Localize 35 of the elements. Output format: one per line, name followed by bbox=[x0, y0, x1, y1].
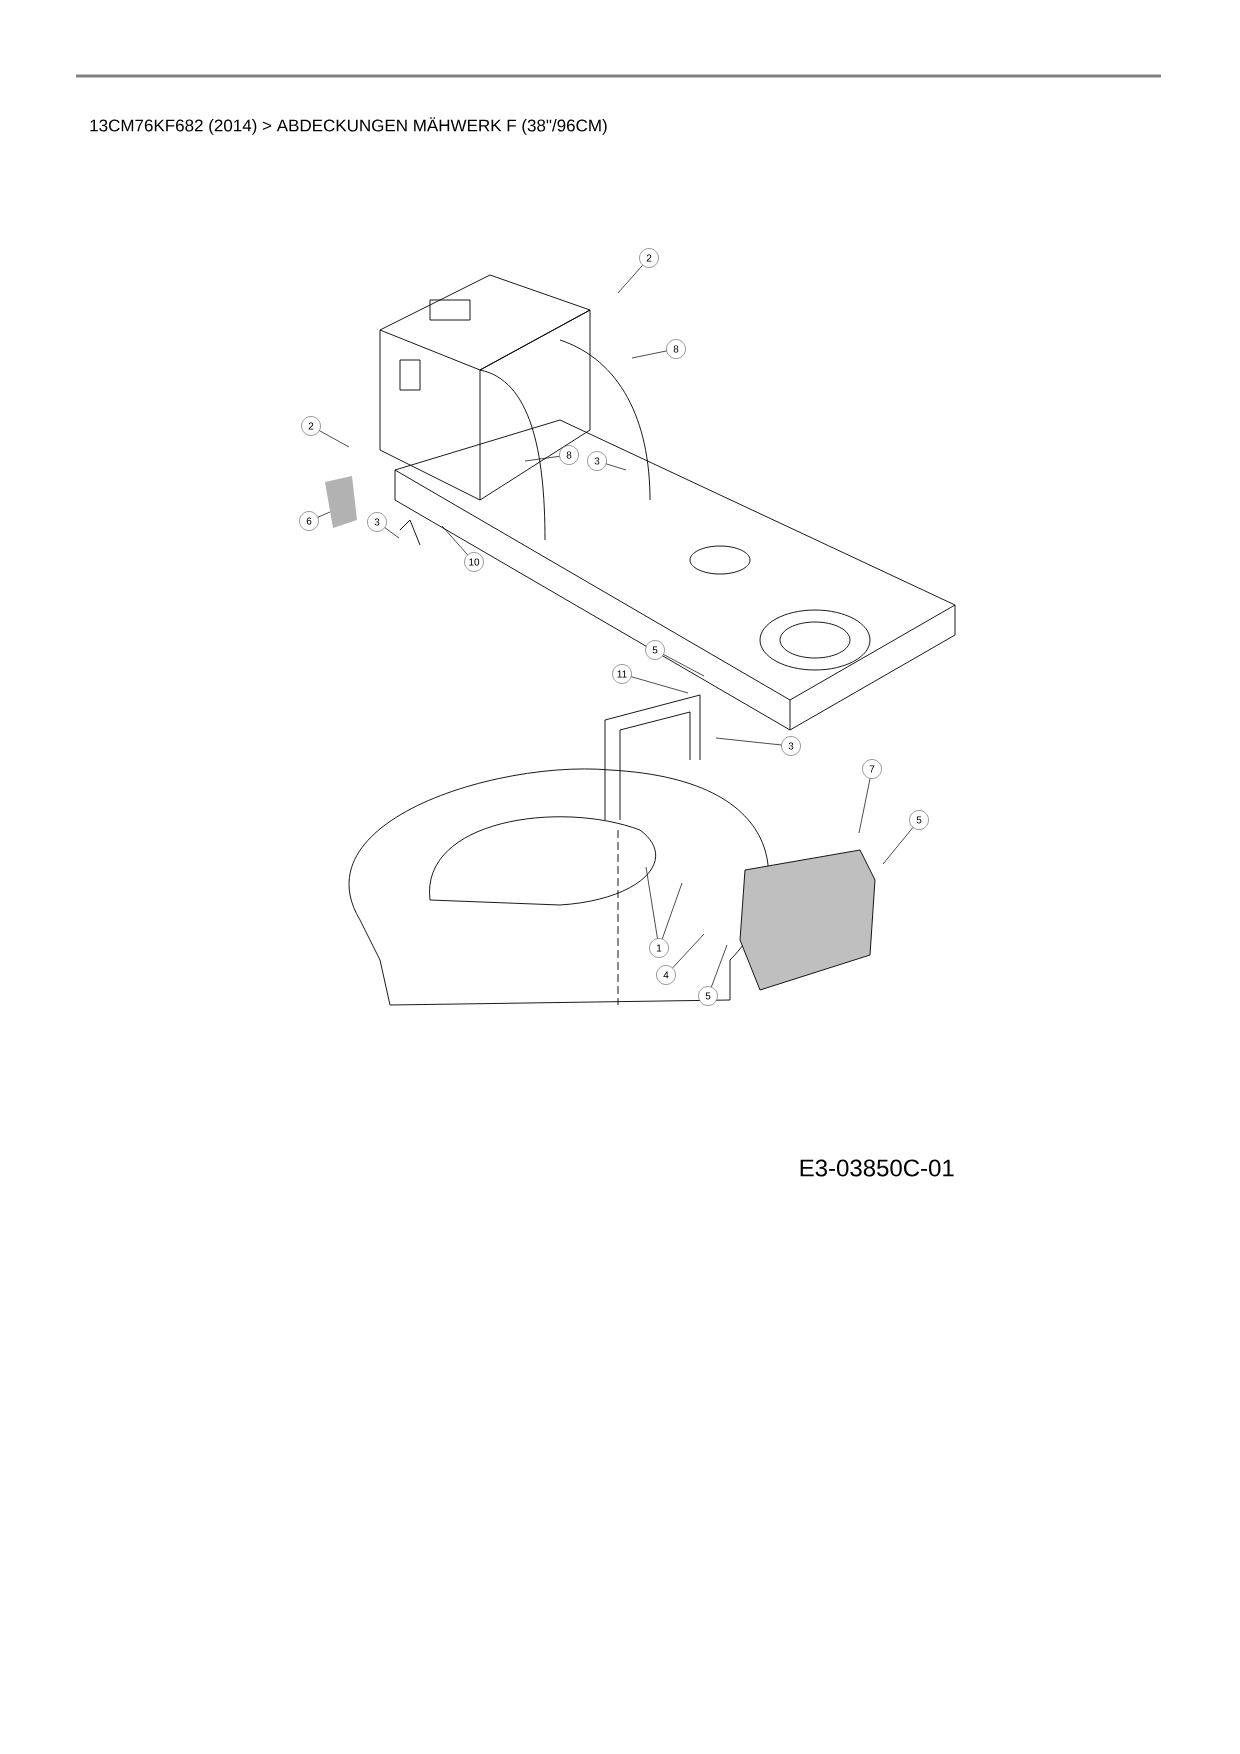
leader-line bbox=[663, 654, 705, 677]
leader-line bbox=[645, 866, 658, 939]
leader-line bbox=[384, 527, 400, 539]
callout-number: 4 bbox=[656, 965, 676, 985]
callout-number: 3 bbox=[587, 451, 607, 471]
leader-line bbox=[631, 350, 667, 359]
leader-line bbox=[524, 455, 560, 462]
leader-line bbox=[882, 827, 914, 865]
callout-number: 10 bbox=[464, 552, 484, 572]
callout-number: 8 bbox=[666, 339, 686, 359]
callout-number: 2 bbox=[639, 248, 659, 268]
leader-line bbox=[672, 933, 705, 969]
leader-line bbox=[631, 676, 689, 694]
callout-number: 5 bbox=[645, 640, 665, 660]
callout-number: 3 bbox=[367, 512, 387, 532]
callout-number: 11 bbox=[612, 664, 632, 684]
page-title: 13CM76KF682 (2014) > ABDECKUNGEN MÄHWERK F (38"/96CM) bbox=[90, 117, 607, 135]
leader-line bbox=[317, 511, 331, 518]
callout-number: 2 bbox=[301, 416, 321, 436]
leader-line bbox=[605, 463, 627, 471]
callout-number: 1 bbox=[649, 938, 669, 958]
callout-number: 6 bbox=[299, 511, 319, 531]
leader-line bbox=[715, 737, 782, 746]
callout-number: 8 bbox=[559, 445, 579, 465]
callout-number: 5 bbox=[698, 986, 718, 1006]
leader-line bbox=[441, 525, 468, 556]
callout-number: 5 bbox=[909, 810, 929, 830]
leader-line bbox=[617, 264, 643, 294]
leader-line bbox=[319, 430, 350, 448]
callout-number: 3 bbox=[781, 736, 801, 756]
drawing-number: E3-03850C-01 bbox=[800, 1159, 954, 1177]
leader-line bbox=[711, 944, 728, 988]
leader-line bbox=[661, 882, 683, 940]
leader-line bbox=[858, 778, 871, 834]
callout-number: 7 bbox=[862, 759, 882, 779]
